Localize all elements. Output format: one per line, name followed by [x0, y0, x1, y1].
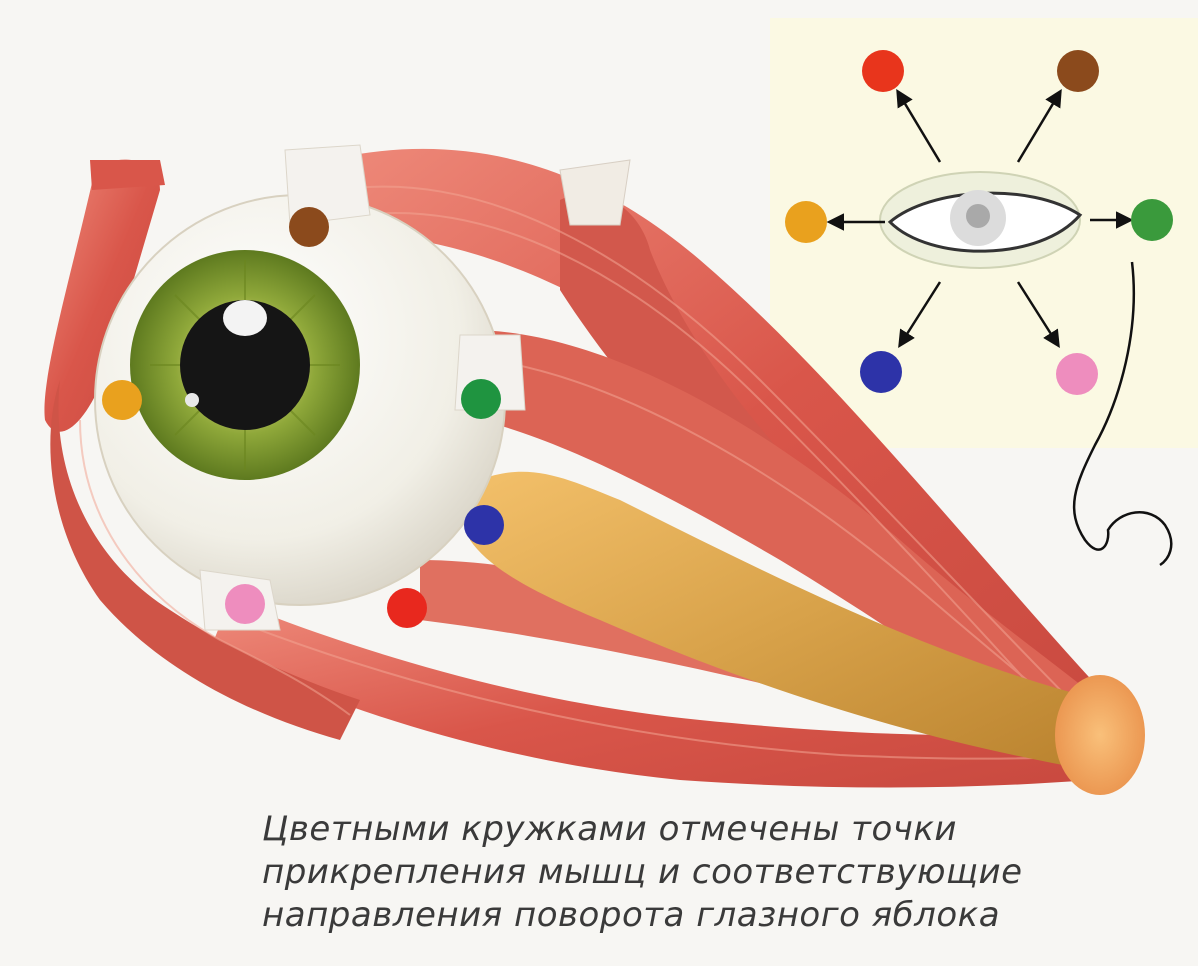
direction-dot-green: [1131, 199, 1173, 241]
direction-dot-pink: [1056, 353, 1098, 395]
attachment-dot-brown: [289, 207, 329, 247]
attachment-dot-pink: [225, 584, 265, 624]
common-tendinous-ring: [1055, 675, 1145, 795]
direction-dot-orange: [785, 201, 827, 243]
direction-dot-brown: [1057, 50, 1099, 92]
direction-dot-red: [862, 50, 904, 92]
caption-line-2: прикрепления мышц и соответствующие: [262, 851, 1162, 894]
attachment-dot-red: [387, 588, 427, 628]
attachment-dot-blue: [464, 505, 504, 545]
caption-line-1: Цветными кружками отмечены точки: [262, 808, 1162, 851]
inset-pupil: [966, 204, 990, 228]
oblique-tendon-insertion: [560, 160, 630, 225]
direction-dot-blue: [860, 351, 902, 393]
caption: Цветными кружками отмечены точки прикреп…: [262, 808, 1162, 937]
attachment-dot-orange: [102, 380, 142, 420]
pupil-reflection: [185, 393, 199, 407]
attachment-dot-green: [461, 379, 501, 419]
pupil-highlight: [223, 300, 267, 336]
trochlea: [90, 160, 165, 190]
caption-line-3: направления поворота глазного яблока: [262, 894, 1162, 937]
